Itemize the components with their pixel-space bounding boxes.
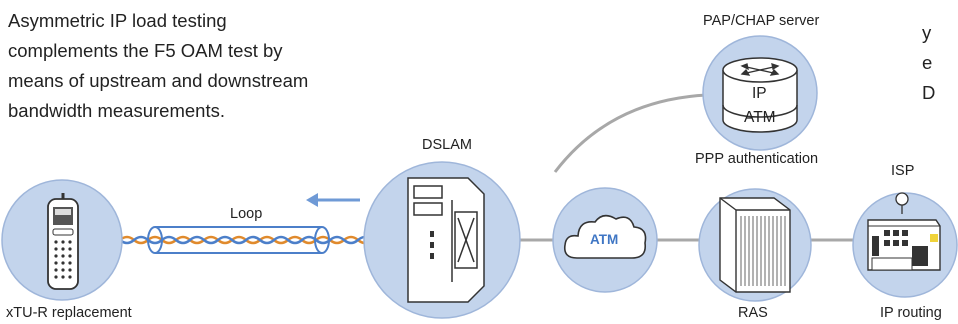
upstream-arrow <box>306 193 360 207</box>
loop-label: Loop <box>230 206 263 222</box>
isp-node <box>852 192 958 298</box>
handheld-tester-icon <box>47 193 79 290</box>
atm-cloud-label: ATM <box>590 232 619 247</box>
intro-line: complements the F5 OAM test by <box>8 40 283 61</box>
dslam-icon <box>407 177 485 303</box>
truncated-line: e <box>922 52 933 73</box>
truncated-text: y e D <box>922 18 935 108</box>
loop-cable <box>119 226 373 254</box>
intro-line: Asymmetric IP load testing <box>8 10 227 31</box>
building-icon <box>867 192 941 271</box>
ip-routing-label: IP routing <box>880 305 942 321</box>
intro-line: means of upstream and downstream <box>8 70 309 91</box>
ip-layer-label: IP <box>752 85 767 102</box>
server-label: PAP/CHAP server <box>703 13 820 29</box>
dslam-node <box>363 161 521 319</box>
dslam-label: DSLAM <box>422 137 472 153</box>
truncated-line: D <box>922 82 936 103</box>
ras-server-icon <box>719 197 791 293</box>
ras-node <box>698 188 812 302</box>
intro-line: bandwidth measurements. <box>8 100 225 121</box>
server-node <box>702 35 818 151</box>
truncated-line: y <box>922 22 932 43</box>
isp-label: ISP <box>891 163 915 179</box>
ppp-auth-label: PPP authentication <box>695 151 819 167</box>
atm-node <box>552 187 658 293</box>
xtu-r-label: xTU-R replacement <box>6 305 132 321</box>
ras-label: RAS <box>738 305 768 321</box>
router-icon <box>722 57 798 133</box>
connector-atm-server <box>553 93 708 173</box>
xtu-r-node <box>1 179 123 301</box>
atm-layer-label: ATM <box>744 109 776 126</box>
intro-text: Asymmetric IP load testing complements t… <box>8 6 378 126</box>
cloud-icon <box>563 214 647 259</box>
